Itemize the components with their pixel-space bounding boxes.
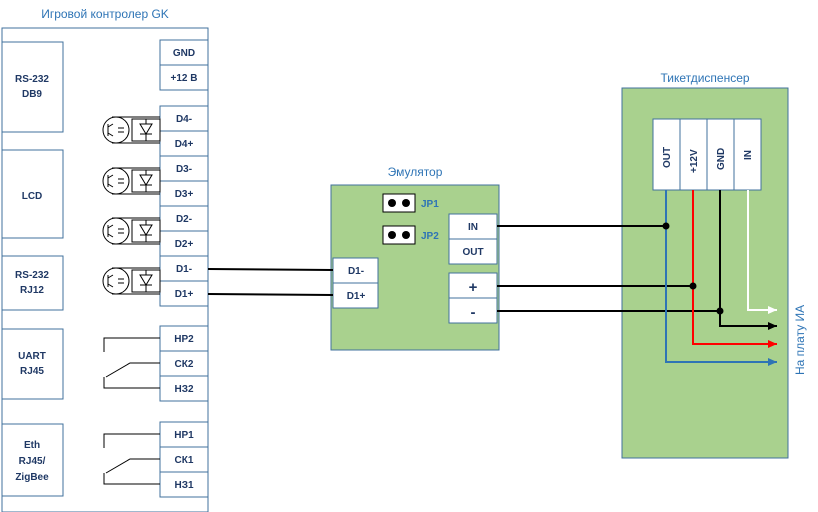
- terminal-hp2: НР2: [174, 334, 194, 345]
- optocoupler-d4-icon: [102, 116, 161, 144]
- terminal-d4-minus: D4-: [176, 114, 192, 125]
- emulator-d1-minus: D1-: [348, 266, 364, 277]
- emulator-plus: +: [469, 279, 478, 296]
- optocoupler-d2-icon: [102, 217, 161, 245]
- port-uart-rj45: UART RJ45: [1, 328, 64, 400]
- dispenser-pin-gnd: GND: [716, 148, 727, 170]
- relay-1-icon: [103, 433, 160, 485]
- junction-dot: [689, 282, 697, 290]
- emulator-title: Эмулятор: [388, 165, 443, 179]
- wire-12v-red: [692, 190, 777, 348]
- port-label: LCD: [22, 191, 43, 202]
- port-label: ZigBee: [15, 472, 49, 483]
- terminal-ck1: СК1: [175, 455, 194, 466]
- port-eth-rj45-zigbee: Eth RJ45/ ZigBee: [1, 423, 64, 497]
- jumper-jp1-label: JP1: [421, 199, 439, 210]
- dispenser-pin-in: IN: [743, 150, 754, 160]
- wire-in-white: [747, 190, 777, 314]
- jumper-jp1: [382, 193, 416, 213]
- terminal-h32: НЗ2: [174, 384, 193, 395]
- dispenser-terminal-block: [652, 118, 762, 191]
- terminal-ck2: СК2: [175, 359, 194, 370]
- emulator-minus: -: [471, 304, 476, 321]
- terminal-12v: +12 В: [171, 73, 198, 84]
- port-label: RJ45: [20, 366, 44, 377]
- port-label: RS-232: [15, 270, 49, 281]
- terminal-h31: НЗ1: [174, 480, 193, 491]
- wire-gnd-black: [719, 190, 777, 330]
- jumper-jp2: [382, 225, 416, 245]
- wire-out-blue: [665, 190, 777, 366]
- dispenser-pin-12v: +12V: [689, 149, 700, 173]
- terminal-gnd: GND: [173, 48, 195, 59]
- emulator-d1-plus: D1+: [347, 291, 366, 302]
- port-label: RS-232: [15, 74, 49, 85]
- port-rs232-rj12: RS-232 RJ12: [1, 255, 64, 311]
- port-label: Eth: [24, 440, 40, 451]
- terminal-hp1: НР1: [174, 430, 194, 441]
- port-lcd: LCD: [1, 149, 64, 239]
- terminal-d1-plus: D1+: [175, 289, 194, 300]
- optocoupler-d1-icon: [102, 267, 161, 295]
- dispenser-pin-out: OUT: [662, 147, 673, 168]
- terminal-d2-plus: D2+: [175, 239, 194, 250]
- terminal-d2-minus: D2-: [176, 214, 192, 225]
- jumper-jp2-label: JP2: [421, 231, 439, 242]
- wire-d1-plus: [207, 293, 334, 296]
- junction-dot: [662, 222, 670, 230]
- terminal-block: [159, 39, 209, 498]
- controller-title: Игровой контролер GK: [41, 7, 169, 21]
- terminal-d3-plus: D3+: [175, 189, 194, 200]
- junction-dot: [716, 307, 724, 315]
- wire-d1-minus: [207, 268, 334, 271]
- relay-2-icon: [103, 337, 160, 389]
- terminal-d1-minus: D1-: [176, 264, 192, 275]
- terminal-d4-plus: D4+: [175, 139, 194, 150]
- optocoupler-d3-icon: [102, 167, 161, 195]
- emulator-in: IN: [468, 222, 478, 233]
- port-label: RJ45/: [19, 456, 46, 467]
- side-label: На плату ИА: [793, 305, 807, 375]
- port-rs232-db9: RS-232 DB9: [1, 41, 64, 133]
- port-label: DB9: [22, 89, 42, 100]
- dispenser-title: Тикетдиспенсер: [660, 71, 749, 85]
- port-label: RJ12: [20, 285, 44, 296]
- emulator-out: OUT: [462, 247, 483, 258]
- port-label: UART: [18, 351, 46, 362]
- terminal-d3-minus: D3-: [176, 164, 192, 175]
